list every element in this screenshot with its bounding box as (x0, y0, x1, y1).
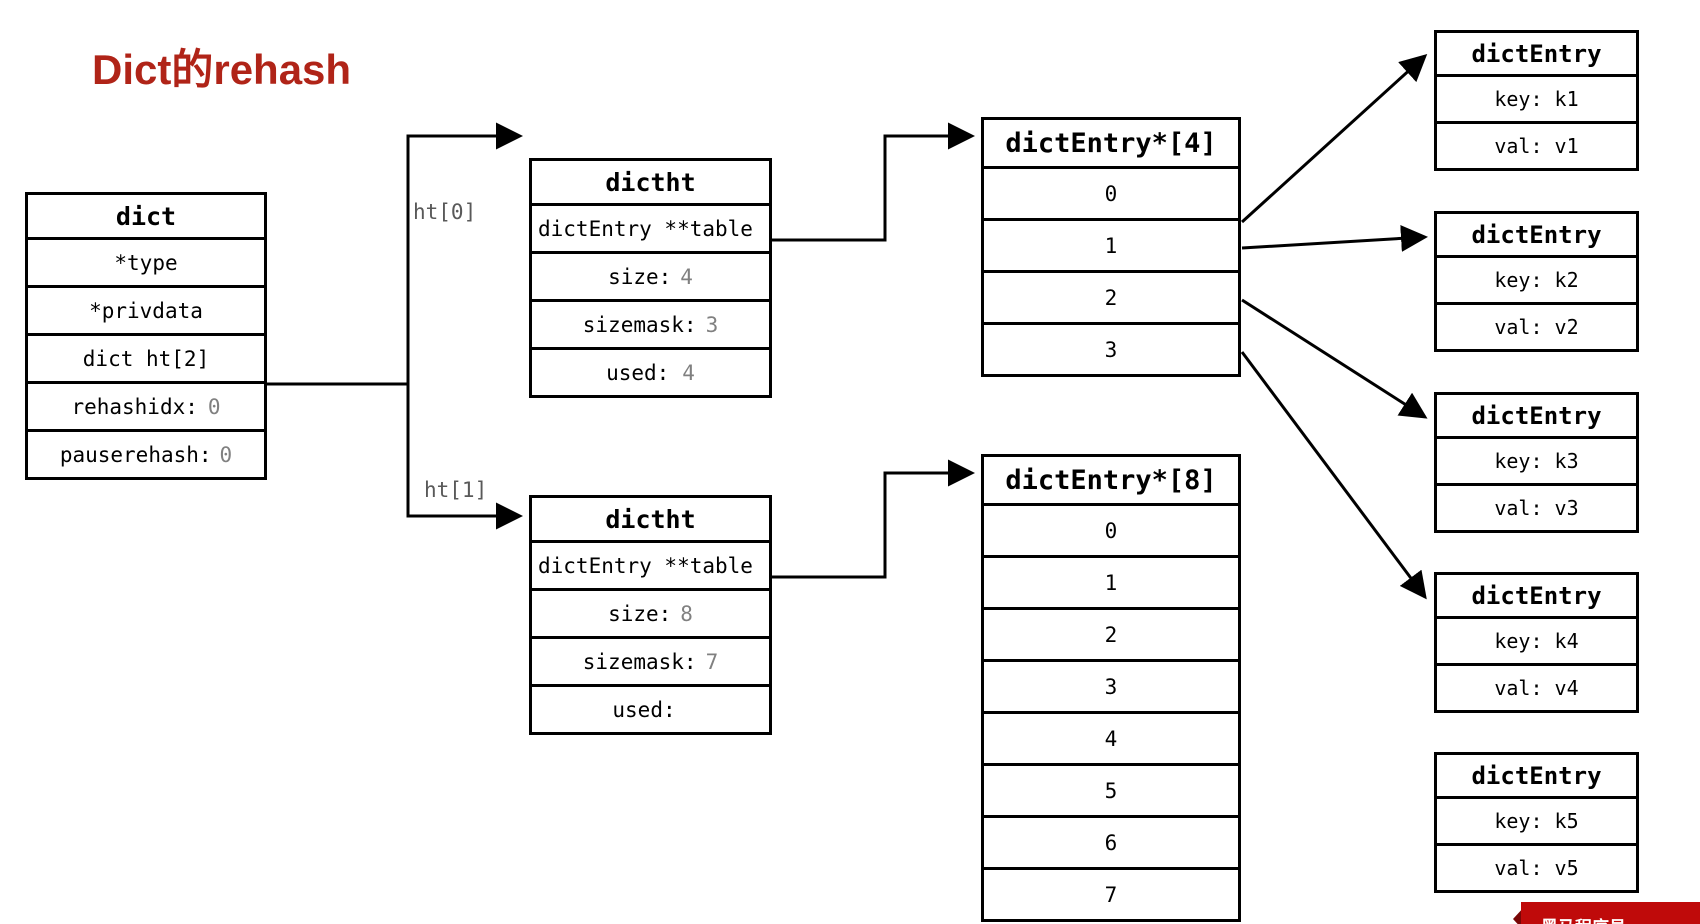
wire-slot3-to-entry4 (1240, 351, 1427, 600)
dict-row-ht: dict ht[2] (25, 336, 267, 384)
dict-entry-2-val: val: v2 (1434, 305, 1639, 352)
dictht0-row-used-value: 4 (682, 360, 695, 385)
dictht1-row-sizemask-value: 7 (705, 649, 719, 674)
dict-entry-box-3: dictEntry key: k3 val: v3 (1434, 392, 1639, 533)
dictht1-struct-box: dictht dictEntry **table size: 8 sizemas… (529, 495, 772, 735)
array4-slot-0: 0 (981, 169, 1241, 221)
dictht0-row-size: size: 4 (529, 254, 772, 302)
wire-slot2-to-entry3 (1241, 298, 1428, 419)
watermark-ribbon: 黑马程序员 (1513, 902, 1700, 924)
dictht0-header: dictht (529, 158, 772, 206)
page-title: Dict的rehash (92, 46, 352, 93)
dictht0-row-table-label: dictEntry **table (538, 216, 753, 241)
wire-slot0-to-entry1 (1240, 53, 1428, 224)
dict-struct-box: dict *type *privdata dict ht[2] rehashid… (25, 192, 267, 480)
dict-entry-box-1: dictEntry key: k1 val: v1 (1434, 30, 1639, 171)
array4-slot-3: 3 (981, 325, 1241, 377)
dict-entry-3-header: dictEntry (1434, 392, 1639, 439)
wire-table1-to-array8 (772, 459, 975, 579)
dict-row-rehashidx-label: rehashidx: (71, 394, 198, 419)
array8-box: dictEntry*[8] 0 1 2 3 4 5 6 7 (981, 454, 1241, 922)
dict-row-type: *type (25, 240, 267, 288)
array8-slot-5: 5 (981, 766, 1241, 818)
array4-box: dictEntry*[4] 0 1 2 3 (981, 117, 1241, 377)
array8-slot-4: 4 (981, 714, 1241, 766)
dictht0-row-sizemask-value: 3 (705, 312, 719, 337)
dictht1-row-used: used: (529, 687, 772, 735)
array8-slot-7: 7 (981, 870, 1241, 922)
dict-entry-1-header: dictEntry (1434, 30, 1639, 77)
dict-row-privdata-label: *privdata (89, 298, 203, 323)
dict-row-privdata: *privdata (25, 288, 267, 336)
dict-row-pauserehash-value: 0 (219, 442, 233, 467)
array8-slot-2: 2 (981, 610, 1241, 662)
array8-header: dictEntry*[8] (981, 454, 1241, 506)
dict-row-ht-label: dict ht[2] (82, 346, 210, 371)
dict-entry-2-header: dictEntry (1434, 211, 1639, 258)
dict-entry-3-val: val: v3 (1434, 486, 1639, 533)
dict-entry-1-key: key: k1 (1434, 77, 1639, 124)
wire-table0-to-array4 (772, 122, 975, 242)
dictht0-row-sizemask: sizemask: 3 (529, 302, 772, 350)
dictht0-row-used-label: used: (606, 360, 670, 385)
dict-entry-box-2: dictEntry key: k2 val: v2 (1434, 211, 1639, 352)
dict-header: dict (25, 192, 267, 240)
dictht0-row-sizemask-label: sizemask: (582, 312, 697, 337)
dict-entry-4-header: dictEntry (1434, 572, 1639, 619)
wire-ht0-branch (406, 122, 523, 384)
dictht1-header: dictht (529, 495, 772, 543)
dictht0-row-table: dictEntry **table (529, 206, 772, 254)
dictht1-row-sizemask-label: sizemask: (582, 649, 697, 674)
dictht1-row-sizemask: sizemask: 7 (529, 639, 772, 687)
wire-slot1-to-entry2 (1241, 224, 1428, 252)
dict-entry-4-val: val: v4 (1434, 666, 1639, 713)
array8-slot-0: 0 (981, 506, 1241, 558)
array8-slot-1: 1 (981, 558, 1241, 610)
dict-entry-box-4: dictEntry key: k4 val: v4 (1434, 572, 1639, 713)
edge-label-ht0: ht[0] (413, 200, 477, 224)
dict-row-type-label: *type (114, 250, 178, 275)
dictht1-row-table-label: dictEntry **table (538, 553, 753, 578)
ribbon-flag (1521, 902, 1700, 924)
dict-entry-2-key: key: k2 (1434, 258, 1639, 305)
dictht0-row-size-value: 4 (680, 264, 693, 289)
dictht1-row-used-label: used: (612, 697, 676, 722)
dictht1-row-size: size: 8 (529, 591, 772, 639)
dictht0-struct-box: dictht dictEntry **table size: 4 sizemas… (529, 158, 772, 398)
dictht1-row-table: dictEntry **table (529, 543, 772, 591)
dict-entry-5-header: dictEntry (1434, 752, 1639, 799)
dict-entry-box-5: dictEntry key: k5 val: v5 (1434, 752, 1639, 893)
dictht0-row-used: used: 4 (529, 350, 772, 398)
edge-label-ht1: ht[1] (424, 478, 488, 502)
ribbon-text: 黑马程序员 (1541, 913, 1626, 924)
dictht1-row-size-label: size: (608, 601, 672, 626)
dictht1-row-size-value: 8 (680, 601, 693, 626)
array8-slot-6: 6 (981, 818, 1241, 870)
dict-row-pauserehash-label: pauserehash: (59, 442, 212, 467)
array8-slot-3: 3 (981, 662, 1241, 714)
dictht0-row-size-label: size: (608, 264, 672, 289)
dict-entry-1-val: val: v1 (1434, 124, 1639, 171)
dict-row-rehashidx-value: 0 (207, 394, 221, 419)
array4-slot-1: 1 (981, 221, 1241, 273)
dict-entry-4-key: key: k4 (1434, 619, 1639, 666)
array4-slot-2: 2 (981, 273, 1241, 325)
dict-entry-3-key: key: k3 (1434, 439, 1639, 486)
dict-entry-5-val: val: v5 (1434, 846, 1639, 893)
dict-entry-5-key: key: k5 (1434, 799, 1639, 846)
dict-row-pauserehash: pauserehash: 0 (25, 432, 267, 480)
array4-header: dictEntry*[4] (981, 117, 1241, 169)
dict-row-rehashidx: rehashidx: 0 (25, 384, 267, 432)
